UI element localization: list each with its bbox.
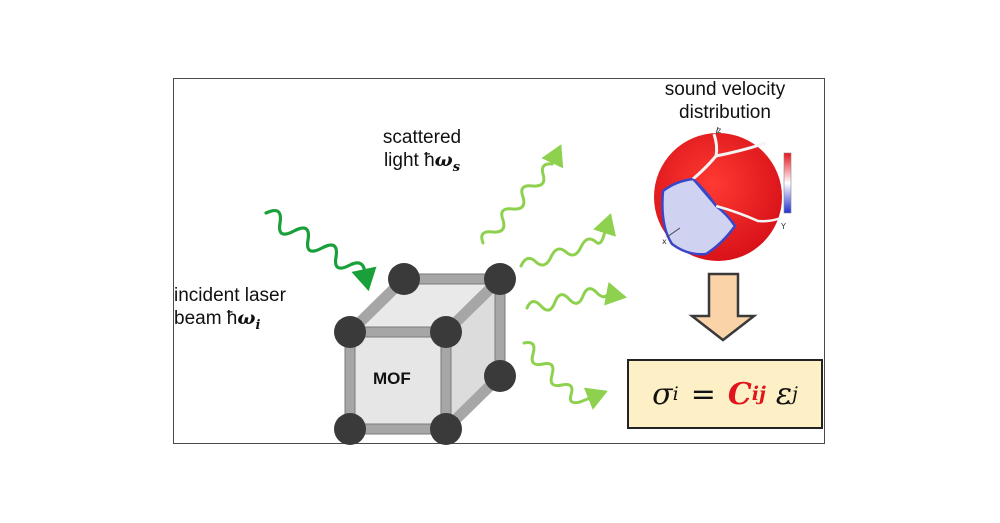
node [484,263,516,295]
scattered-wave-1 [480,144,564,245]
node [430,316,462,348]
node [334,316,366,348]
node [430,413,462,445]
down-arrow [688,272,758,342]
sound-velocity-label: sound velocity distribution [664,79,786,123]
axis-y-label: Y [780,222,786,231]
axis-z-label: z [717,126,721,135]
eq-sigma-sub: i [672,383,679,405]
incident-laser-label: incident laser beam ħωi [174,285,286,333]
scattered-wave-2 [519,213,616,268]
sound-velocity-sphere: z Y x [654,126,792,261]
eq-sigma: σ [652,376,673,412]
incident-wave [264,209,377,292]
eq-epsilon: ε [775,376,792,412]
scattered-wave-4 [522,341,608,410]
node [484,360,516,392]
cube-bar-edges [344,273,506,435]
node [334,413,366,445]
eq-coef-sub: ij [751,383,766,405]
scattered-wave-3 [525,281,627,312]
mof-label: MOF [373,369,411,388]
eq-equals: = [690,376,716,412]
eq-coef: C [727,376,752,412]
node [388,263,420,295]
eq-epsilon-sub: j [791,383,798,405]
scattered-light-label: scattered light ħωs [382,127,462,175]
color-scale-bar [783,152,792,214]
axis-x-label: x [662,237,667,246]
cube-nodes [334,263,516,445]
